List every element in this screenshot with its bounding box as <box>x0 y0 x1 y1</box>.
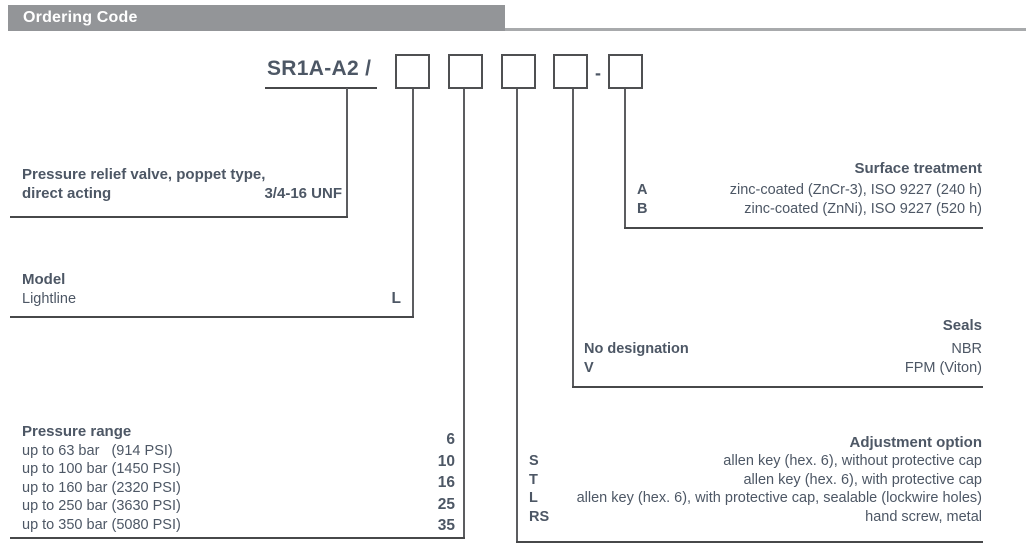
underline-product <box>10 216 348 218</box>
product-line1: Pressure relief valve, poppet type, <box>22 166 266 183</box>
seals-code: V <box>584 359 594 376</box>
stem-product <box>346 88 348 218</box>
seals-code: No designation <box>584 341 689 357</box>
code-box-2 <box>448 54 483 89</box>
pressure-range-codes: 6 10 16 25 35 <box>380 429 455 537</box>
pressure-range-block: Pressure range up to 63 bar (914 PSI) up… <box>22 423 362 535</box>
product-description-block: Pressure relief valve, poppet type, dire… <box>22 166 342 203</box>
model-option-code: L <box>391 289 401 307</box>
section-title: Ordering Code <box>23 9 138 26</box>
stem-model <box>412 89 414 318</box>
adjustment-option-label: allen key (hex. 6), without protective c… <box>723 453 982 469</box>
adjustment-option-code: L <box>529 490 538 507</box>
code-prefix-underline <box>265 87 377 89</box>
surface-treatment-code: A <box>637 182 648 198</box>
pressure-range-code: 35 <box>437 517 455 535</box>
pressure-range-code: 6 <box>446 431 455 448</box>
code-box-3 <box>501 54 536 89</box>
pressure-range-code: 16 <box>437 474 455 492</box>
stem-seals <box>572 89 574 388</box>
code-separator-dash: - <box>595 63 601 83</box>
pressure-range-code: 25 <box>437 495 455 513</box>
section-header-bar: Ordering Code <box>8 5 505 31</box>
pressure-range-title: Pressure range <box>22 423 132 440</box>
seals-rows: No designation NBR V FPM (Viton) <box>584 340 982 377</box>
code-box-1 <box>395 54 430 89</box>
surface-treatment-rows: A zinc-coated (ZnCr-3), ISO 9227 (240 h)… <box>637 181 982 218</box>
surface-treatment-label: zinc-coated (ZnCr-3), ISO 9227 (240 h) <box>729 182 982 198</box>
underline-seals <box>572 386 983 388</box>
seals-title: Seals <box>942 317 982 334</box>
pressure-range-label: up to 250 bar (3630 PSI) <box>22 498 181 515</box>
seals-label: NBR <box>951 341 982 357</box>
surface-treatment-code: B <box>637 200 648 217</box>
product-thread-size: 3/4-16 UNF <box>264 184 342 202</box>
underline-pressure-range <box>10 537 465 539</box>
pressure-range-code: 10 <box>437 452 455 470</box>
adjustment-option-label: allen key (hex. 6), with protective cap,… <box>576 490 982 507</box>
underline-model <box>10 316 414 318</box>
adjustment-option-code: RS <box>529 508 550 525</box>
pressure-range-label: up to 160 bar (2320 PSI) <box>22 479 181 496</box>
header-rule-line <box>8 28 1026 31</box>
adjustment-option-code: T <box>529 471 538 488</box>
model-block: Model Lightline L <box>22 271 401 308</box>
stem-pressure-range <box>463 89 465 538</box>
pressure-range-label: up to 350 bar (5080 PSI) <box>22 516 181 533</box>
adjustment-option-title: Adjustment option <box>849 434 982 451</box>
model-option-label: Lightline <box>22 290 77 307</box>
underline-surface-treatment <box>624 227 983 229</box>
adjustment-option-label: hand screw, metal <box>865 508 982 525</box>
product-line2-label: direct acting <box>22 184 112 202</box>
surface-treatment-label: zinc-coated (ZnNi), ISO 9227 (520 h) <box>744 200 982 217</box>
code-box-4 <box>553 54 588 89</box>
adjustment-option-label: allen key (hex. 6), with protective cap <box>743 471 982 488</box>
pressure-range-label: up to 63 bar (914 PSI) <box>22 442 173 459</box>
stem-surface-treatment <box>624 89 626 229</box>
model-title: Model <box>22 271 66 288</box>
seals-label: FPM (Viton) <box>904 359 982 376</box>
underline-adjustment-option <box>516 541 983 543</box>
ordering-code-prefix: SR1A-A2 / <box>267 57 372 80</box>
code-box-5 <box>608 54 643 89</box>
surface-treatment-title: Surface treatment <box>854 160 982 177</box>
pressure-range-label: up to 100 bar (1450 PSI) <box>22 461 181 478</box>
adjustment-option-code: S <box>529 453 539 469</box>
stem-adjustment-option <box>516 89 518 543</box>
adjustment-option-rows: S allen key (hex. 6), without protective… <box>529 452 982 526</box>
